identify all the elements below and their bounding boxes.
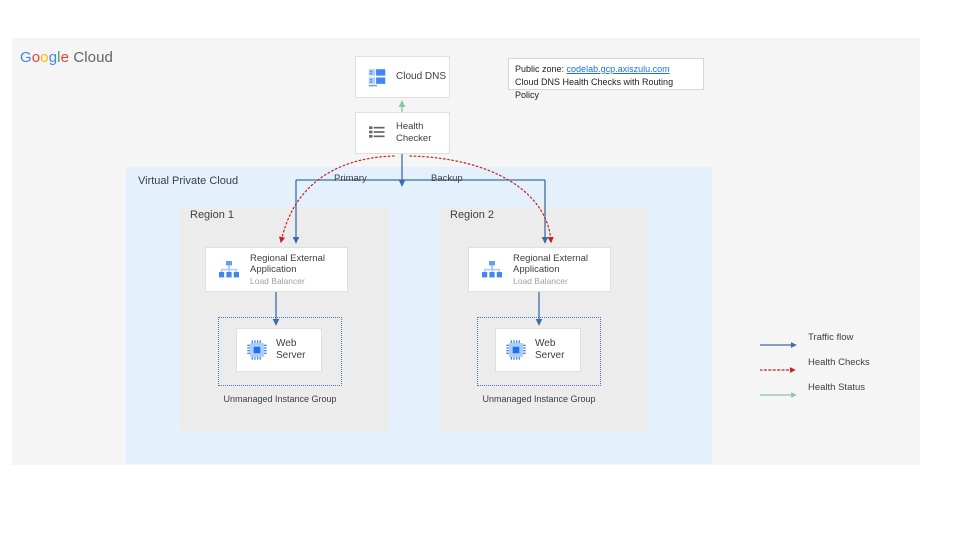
- lb2-title-line2: Application: [513, 264, 560, 276]
- load-balancer-icon: [212, 258, 246, 282]
- web-server-2-title-line1: Web: [535, 337, 556, 349]
- legend-label-health-checks: Health Checks: [808, 357, 870, 368]
- health-checker-title-line2: Checker: [396, 133, 432, 144]
- node-web-server-region-2[interactable]: Web Server: [495, 328, 581, 372]
- unmanaged-instance-group-1: [218, 317, 342, 386]
- region-1-label: Region 1: [190, 209, 235, 221]
- callout-line-2: Cloud DNS Health Checks with Routing Pol…: [515, 77, 674, 101]
- instance-group-1-label: Unmanaged Instance Group: [223, 394, 337, 404]
- logo-word-cloud: Cloud: [73, 49, 114, 66]
- lb2-subtitle: Load Balancer: [513, 275, 568, 286]
- node-load-balancer-region-2[interactable]: Regional External Application Load Balan…: [468, 247, 611, 292]
- region-1-container: [180, 207, 389, 431]
- cloud-dns-title: Cloud DNS: [396, 70, 447, 82]
- web-server-2-title-line2: Server: [535, 350, 565, 361]
- logo-letter-o1: o: [31, 49, 41, 66]
- logo-letter-g2: g: [48, 49, 58, 66]
- logo-letter-e: e: [60, 49, 70, 66]
- node-health-checker[interactable]: Health Checker: [355, 112, 450, 154]
- health-checker-icon: [362, 123, 392, 143]
- legend-swatch-health-checks: [759, 361, 804, 373]
- legend-row-health-checks: Health Checks: [759, 355, 910, 380]
- legend-swatch-traffic-flow: [760, 336, 804, 348]
- load-balancer-1-text: Regional External Application Load Balan…: [246, 253, 347, 287]
- load-balancer-2-text: Regional External Application Load Balan…: [509, 253, 610, 287]
- logo-letter-g1: G: [20, 49, 32, 66]
- web-server-1-title-line1: Web: [276, 337, 297, 349]
- logo-letter-l: l: [57, 49, 61, 66]
- cloud-dns-text: Cloud DNS: [392, 71, 449, 83]
- cpu-chip-icon: [501, 339, 531, 361]
- edge-label-backup: Backup: [431, 173, 463, 184]
- health-checker-text: Health Checker: [392, 121, 449, 144]
- public-zone-label: Public zone:: [515, 64, 565, 74]
- vpc-label: Virtual Private Cloud: [138, 175, 239, 187]
- legend: Traffic flow Health Checks: [759, 330, 910, 405]
- web-server-1-title-line2: Server: [276, 350, 306, 361]
- lb2-title-line1: Regional External: [513, 252, 588, 264]
- legend-label-traffic-flow: Traffic flow: [808, 332, 854, 343]
- public-zone-callout: Public zone: codelab.gcp.axiszulu.com Cl…: [508, 58, 704, 100]
- health-checker-title-line1: Health: [396, 121, 424, 133]
- google-cloud-logo: Google Cloud: [20, 49, 113, 66]
- lb1-title-line1: Regional External: [250, 252, 325, 264]
- legend-row-traffic-flow: Traffic flow: [760, 330, 910, 355]
- legend-swatch-health-status: [760, 386, 804, 398]
- load-balancer-icon: [475, 258, 509, 282]
- edge-label-primary: Primary: [334, 173, 367, 184]
- legend-label-health-status: Health Status: [808, 382, 866, 393]
- callout-line-1: Public zone: codelab.gcp.axiszulu.com: [515, 63, 697, 76]
- web-server-1-text: Web Server: [272, 338, 321, 362]
- legend-row-health-status: Health Status: [760, 380, 910, 405]
- lb1-subtitle: Load Balancer: [250, 275, 305, 286]
- cloud-dns-icon: [362, 66, 392, 88]
- public-zone-url-link[interactable]: codelab.gcp.axiszulu.com: [566, 64, 670, 74]
- web-server-2-text: Web Server: [531, 338, 580, 362]
- region-2-label: Region 2: [450, 209, 495, 221]
- logo-letter-o2: o: [40, 49, 49, 66]
- region-2-container: [440, 207, 649, 431]
- instance-group-2-label: Unmanaged Instance Group: [482, 394, 596, 404]
- node-cloud-dns[interactable]: Cloud DNS: [355, 56, 450, 98]
- node-web-server-region-1[interactable]: Web Server: [236, 328, 322, 372]
- node-load-balancer-region-1[interactable]: Regional External Application Load Balan…: [205, 247, 348, 292]
- lb1-title-line2: Application: [250, 264, 297, 276]
- cpu-chip-icon: [242, 339, 272, 361]
